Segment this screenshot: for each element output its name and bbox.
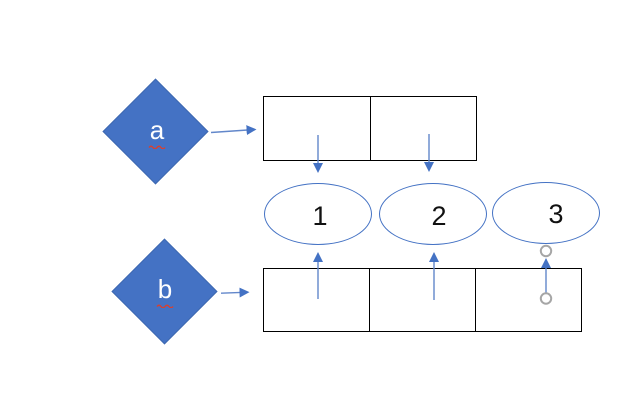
diamond-a[interactable] [102,78,209,185]
bottom-array-cell-2[interactable] [369,269,475,331]
bottom-array-cell-3[interactable] [475,269,581,331]
ellipse-3-label: 3 [548,198,564,229]
ellipse-3[interactable]: 3 [492,182,600,244]
ellipse-2-label: 2 [431,200,447,231]
diamond-b[interactable] [111,238,218,345]
top-array-box[interactable] [263,96,477,161]
top-array-cell-2[interactable] [369,97,477,160]
connector-diamond-b-to-bottom-box[interactable] [220,287,250,298]
ellipse-1[interactable]: 1 [264,183,372,245]
ellipse-1-label: 1 [312,200,328,231]
bottom-array-box[interactable] [263,268,582,332]
ellipse-2[interactable]: 2 [379,183,487,245]
top-array-cell-1[interactable] [264,97,370,160]
connector-endpoint-handle-top[interactable] [539,244,553,258]
connector-diamond-a-to-top-box[interactable] [210,125,257,136]
bottom-array-cell-1[interactable] [264,269,369,331]
